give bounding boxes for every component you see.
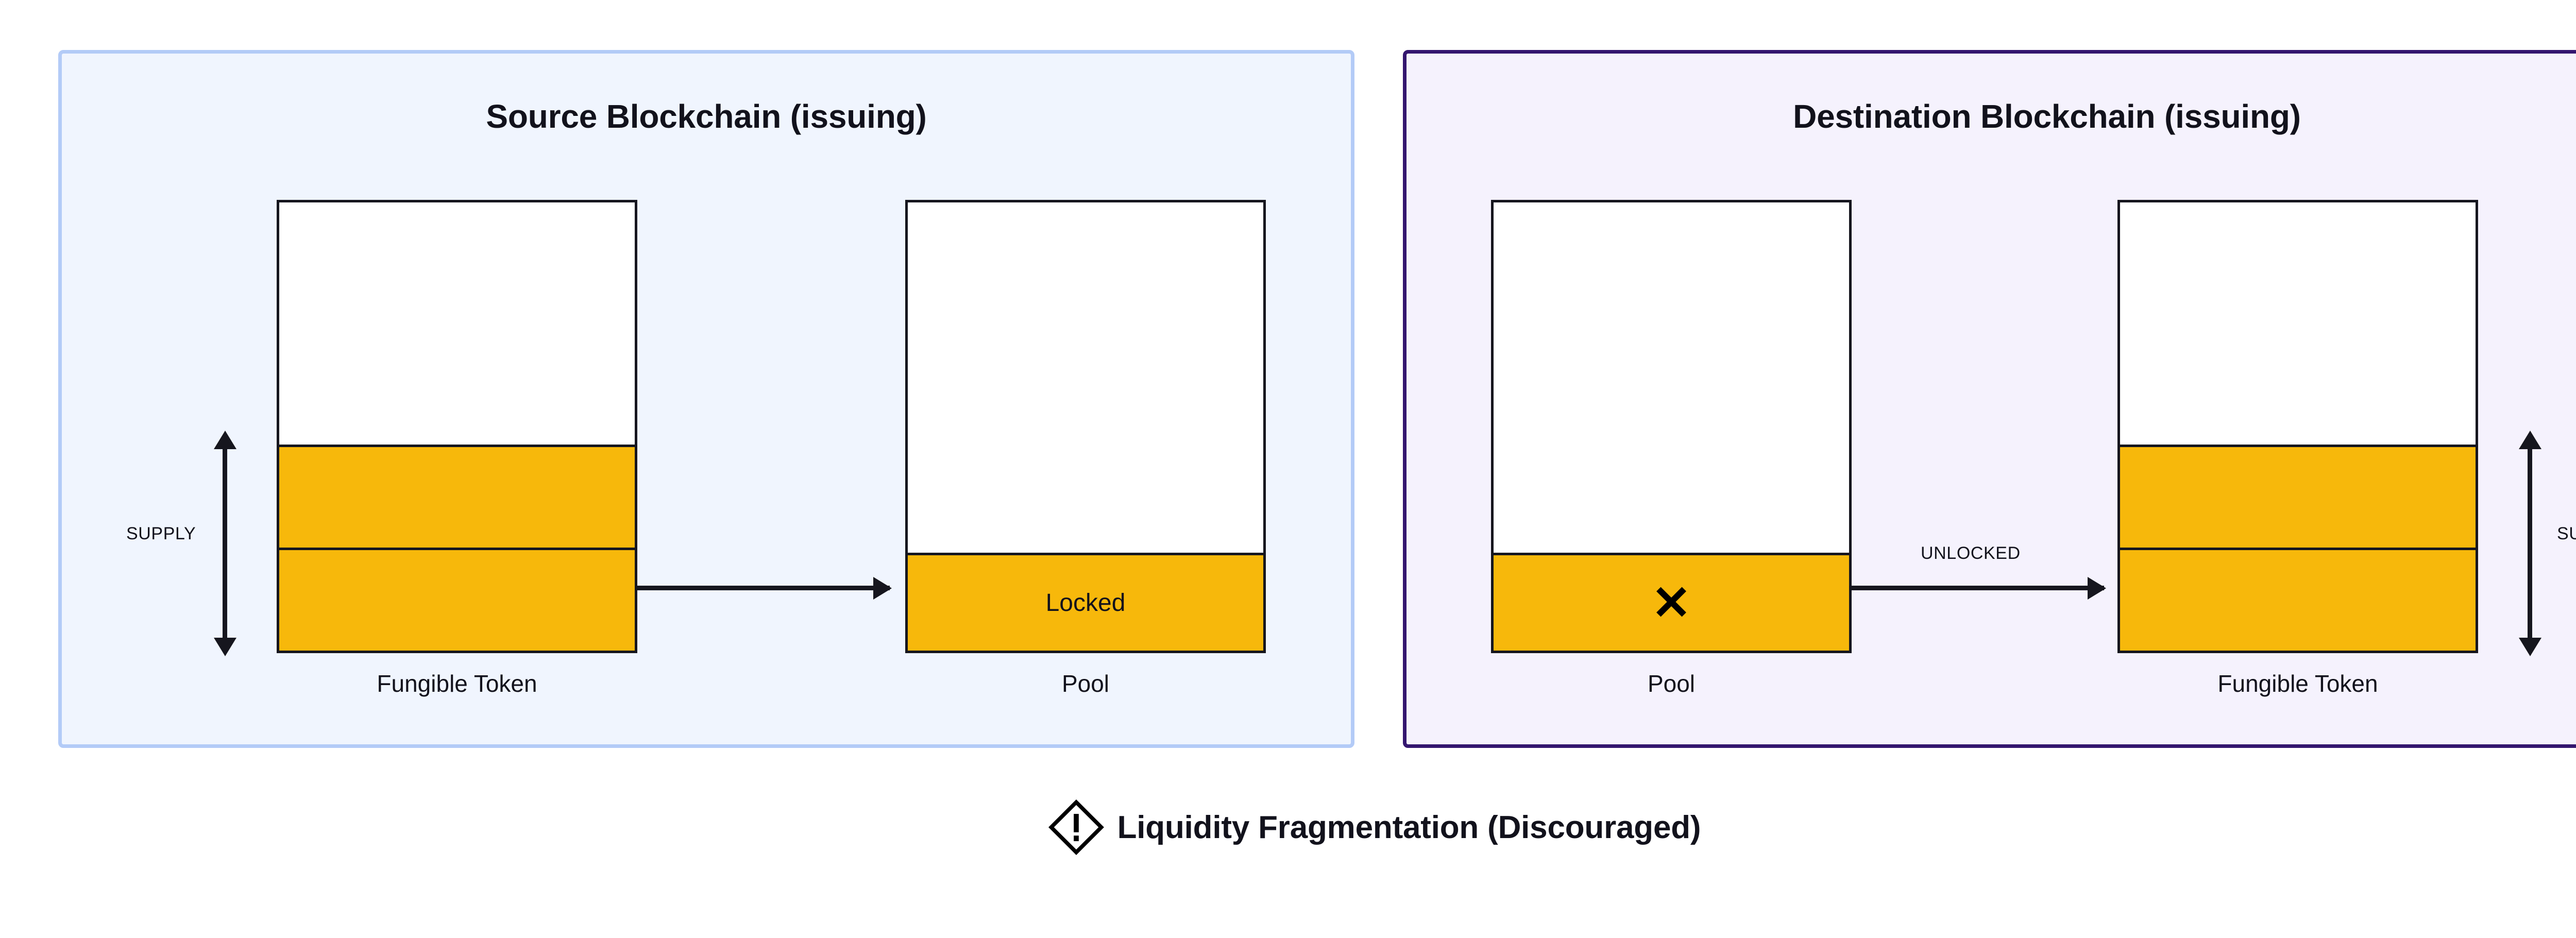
unlock-flow-arrow <box>1852 586 2104 590</box>
destination-pool-bar[interactable]: ✕ <box>1491 200 1852 653</box>
destination-pool-caption: Pool <box>1647 670 1696 697</box>
source-pool-locked-segment: Locked <box>908 553 1263 651</box>
source-token-segment-upper <box>279 445 635 548</box>
cross-x-icon: ✕ <box>1651 576 1691 629</box>
destination-panel-title: Destination Blockchain (issuing) <box>1793 98 2301 135</box>
source-panel-title: Source Blockchain (issuing) <box>486 98 927 135</box>
destination-fungible-token-caption: Fungible Token <box>2217 670 2378 697</box>
source-fungible-token-caption: Fungible Token <box>377 670 537 697</box>
source-fungible-token-bar[interactable] <box>277 200 637 653</box>
source-pool-caption: Pool <box>1061 670 1110 697</box>
destination-fungible-token-bar[interactable] <box>2117 200 2478 653</box>
supply-label-right: SUPPLY <box>2557 524 2576 543</box>
footer-note-text: Liquidity Fragmentation (Discouraged) <box>1117 809 1701 845</box>
footer-note: Liquidity Fragmentation (Discouraged) <box>0 799 2576 855</box>
supply-double-arrow-left <box>223 447 227 640</box>
destination-pool-burned-segment: ✕ <box>1494 553 1849 651</box>
lock-flow-arrow <box>637 586 890 590</box>
source-token-segment-lower <box>279 548 635 651</box>
destination-token-segment-lower <box>2120 548 2476 651</box>
unlocked-flow-label: UNLOCKED <box>1921 543 2021 563</box>
source-pool-locked-label: Locked <box>1045 589 1126 617</box>
supply-label-left: SUPPLY <box>126 524 196 543</box>
destination-token-segment-upper <box>2120 445 2476 548</box>
source-pool-bar[interactable]: Locked <box>905 200 1266 653</box>
supply-double-arrow-right <box>2528 447 2532 640</box>
warning-diamond-exclamation-icon <box>1048 799 1104 855</box>
